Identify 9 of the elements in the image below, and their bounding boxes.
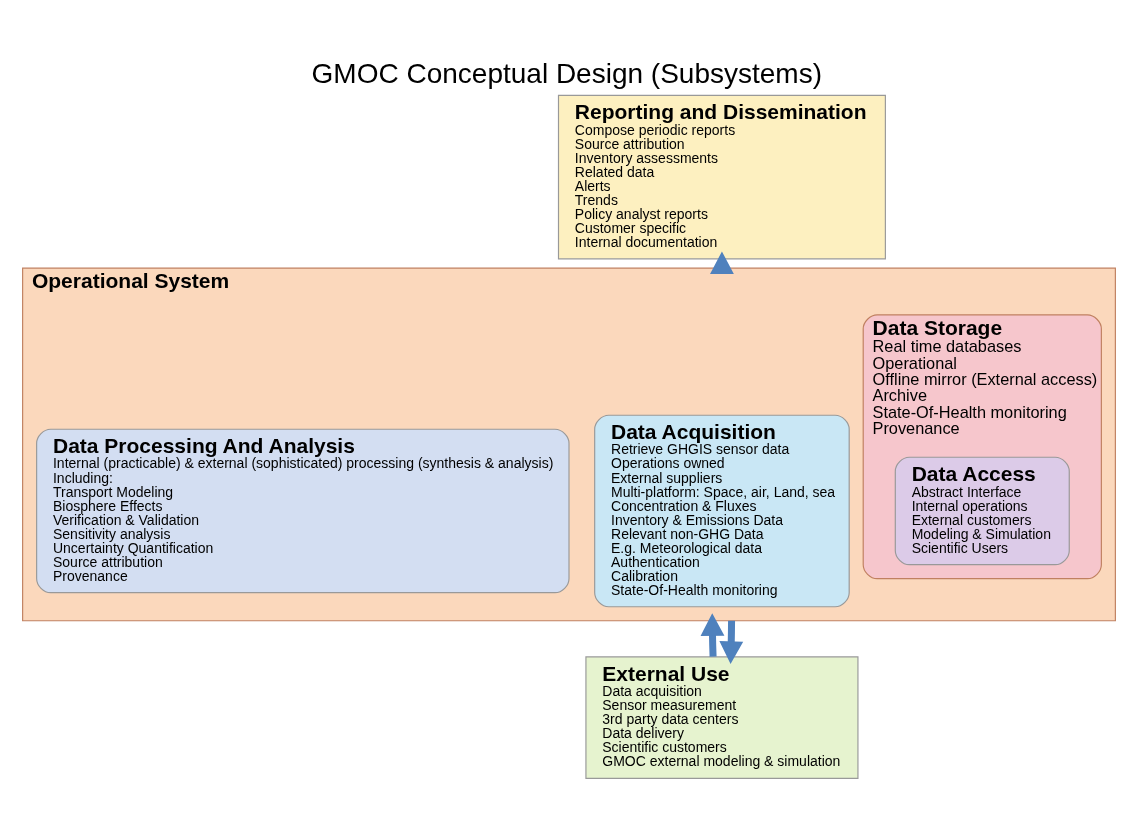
- diagram-title: GMOC Conceptual Design (Subsystems): [311, 57, 822, 89]
- node-box: External Use Data acquisition Sensor measurement 3rd party data centers Data delivery Scientific customers GMOC external modeling & simulation: [585, 656, 859, 779]
- arrow: [700, 613, 725, 657]
- node-box: Data Processing And Analysis Internal (practicable) & external (sophisticated) processing (synthesis & analysis) Including: Transport Modeling Biosphere Effects Verification & Validation Sensitivity analysis Uncertainty Quantification Source attribution Provenance: [36, 428, 570, 594]
- node-box: Data Acquisition Retrieve GHGIS sensor data Operations owned External suppliers Multi-platform: Space, air, Land, sea Concentration & Fluxes Inventory & Emissions Data Relevant non-GHG Data E.g. Meteorological data Authentication Calibration State-Of-Health monitoring: [594, 414, 850, 608]
- node-box: Data Access Abstract Interface Internal operations External customers Modeling & Simulation Scientific Users: [894, 456, 1070, 566]
- arrow: [719, 620, 744, 665]
- arrow: [710, 251, 734, 275]
- node-box: Reporting and Dissemination Compose periodic reports Source attribution Inventory assessments Related data Alerts Trends Policy analyst reports Customer specific Internal documentation: [557, 94, 886, 260]
